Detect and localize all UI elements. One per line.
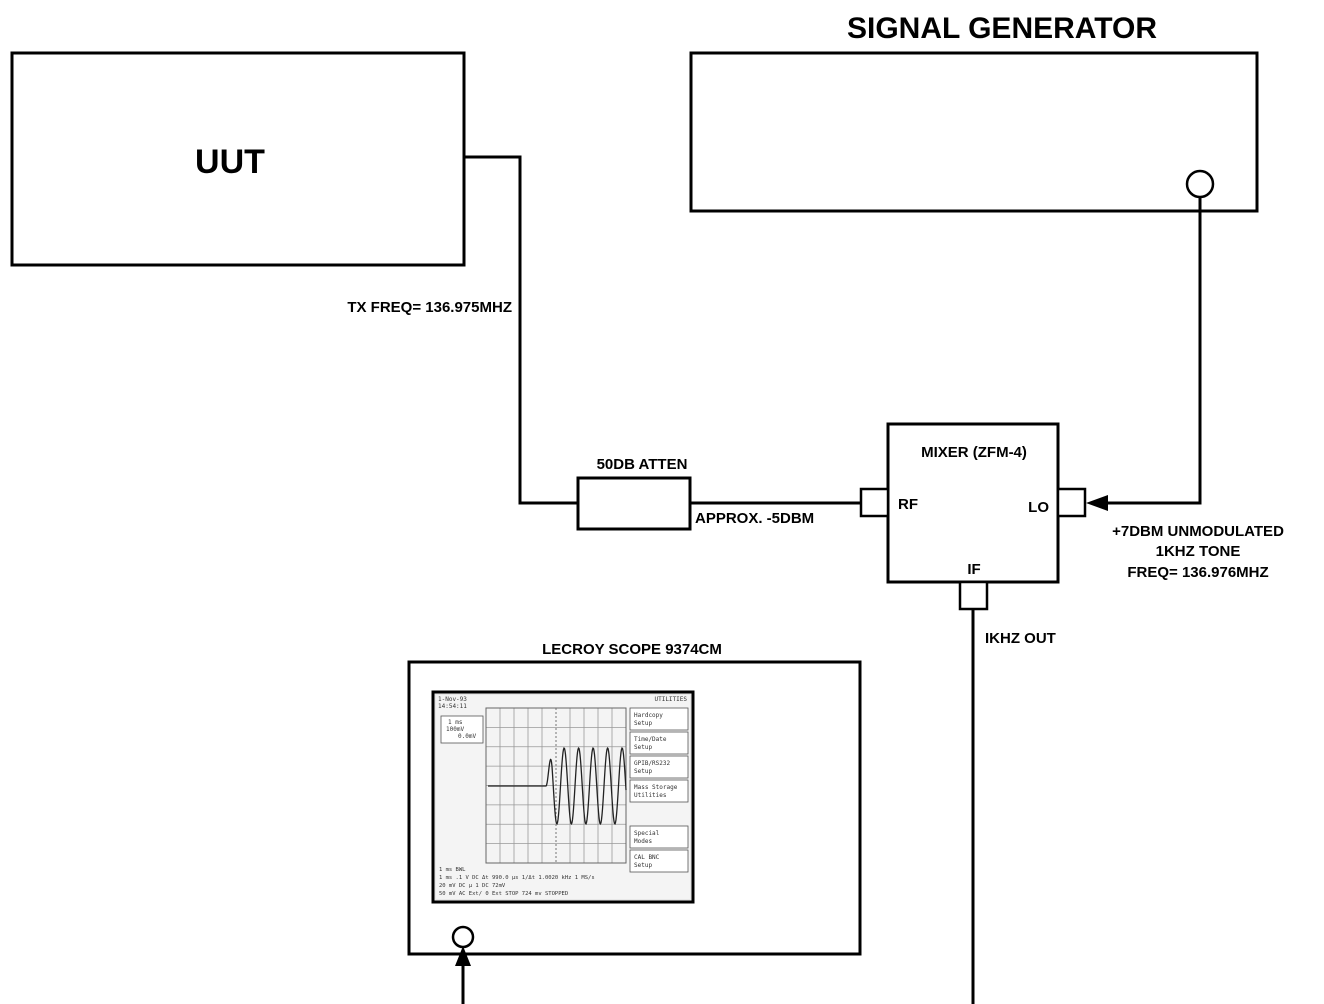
uut-box	[10, 51, 466, 267]
scope-menu-mass-storage-line-1: Mass Storage	[634, 784, 678, 791]
scope-menu-special-line-2: Modes	[634, 838, 652, 845]
scope-waveform	[488, 747, 627, 825]
mixer-label: MIXER (ZFM-4)	[921, 444, 1027, 461]
scope-menu-cal-bnc-line-2: Setup	[634, 862, 652, 869]
scope-time: 14:54:11	[438, 703, 467, 710]
scope-menu-hardcopy-line-1: Hardcopy	[634, 712, 663, 719]
lo-cable	[1105, 197, 1202, 505]
tx-freq-label: TX FREQ= 136.975MHZ	[347, 299, 512, 316]
uut-label: UUT	[195, 143, 265, 181]
attenuator-box	[576, 476, 692, 531]
scope-trace-info-box	[440, 715, 484, 744]
mixer-rf-label: RF	[898, 496, 918, 513]
mixer-lo-label: LO	[1028, 499, 1049, 516]
scope-offset: 0.0mV	[458, 733, 476, 740]
uut-output-cable	[464, 155, 578, 505]
scope-status-line-1: 1 ms BWL	[439, 867, 466, 873]
scope-status-line-2: 1 ms .1 V DC Δt 990.0 μs 1/Δt 1.0020 kHz…	[439, 875, 595, 881]
scope-side-menu: Hardcopy Setup Time/Date Setup GPIB/RS23…	[629, 707, 689, 873]
lo-note-line-1: +7DBM UNMODULATED	[1112, 523, 1284, 540]
signal-generator-title: SIGNAL GENERATOR	[847, 12, 1157, 45]
scope-menu-special[interactable]	[629, 825, 689, 849]
scope-volts-div: 100mV	[446, 726, 464, 733]
signal-generator-output-port	[1185, 169, 1215, 199]
mixer-if-label: IF	[967, 561, 980, 578]
scope-timebase: 1 ms	[448, 719, 463, 726]
if-out-label: IKHZ OUT	[985, 630, 1056, 647]
scope-date: 1-Nov-93	[438, 696, 467, 703]
scope-menu-cal-bnc-line-1: CAL BNC	[634, 854, 660, 861]
approx-level-label: APPROX. -5DBM	[695, 510, 814, 527]
scope-status-line-4: 50 mV AC Ext/ 0 Ext STOP 724 mv STOPPED	[439, 891, 568, 897]
lo-note-line-2: 1KHZ TONE	[1156, 543, 1241, 560]
scope-menu-special-line-1: Special	[634, 830, 660, 837]
scope-menu-cal-bnc[interactable]	[629, 849, 689, 873]
scope-status-line-3: 20 mV DC μ 1 DC 72mV	[439, 883, 506, 889]
scope-menu-gpib-line-1: GPIB/RS232	[634, 760, 671, 767]
mixer-if-port	[958, 580, 989, 611]
scope-menu-gpib-line-2: Setup	[634, 768, 652, 775]
scope-grid	[486, 708, 626, 863]
lo-note-line-3: FREQ= 136.976MHZ	[1127, 564, 1268, 581]
scope-menu-hardcopy[interactable]	[629, 707, 689, 731]
scope-menu-mass-storage-line-2: Utilities	[634, 792, 667, 799]
mixer-lo-port	[1056, 487, 1087, 518]
scope-menu-time-date-line-1: Time/Date	[634, 736, 667, 743]
mixer-rf-port	[859, 487, 890, 518]
scope-mode: UTILITIES	[654, 696, 687, 703]
signal-generator-box	[689, 51, 1259, 213]
scope-input-arrow-icon	[455, 946, 471, 966]
attenuator-label: 50DB ATTEN	[597, 456, 688, 473]
scope-input-port	[451, 925, 475, 949]
scope-menu-hardcopy-line-2: Setup	[634, 720, 652, 727]
scope-menu-mass-storage[interactable]	[629, 779, 689, 803]
scope-menu-time-date[interactable]	[629, 731, 689, 755]
scope-menu-time-date-line-2: Setup	[634, 744, 652, 751]
lo-arrow-icon	[1086, 495, 1108, 511]
scope-label: LECROY SCOPE 9374CM	[542, 641, 722, 658]
scope-screen: 1-Nov-93 14:54:11 UTILITIES 1 ms 100mV 0…	[431, 690, 695, 904]
mixer-box	[886, 422, 1060, 584]
scope-menu-gpib[interactable]	[629, 755, 689, 779]
